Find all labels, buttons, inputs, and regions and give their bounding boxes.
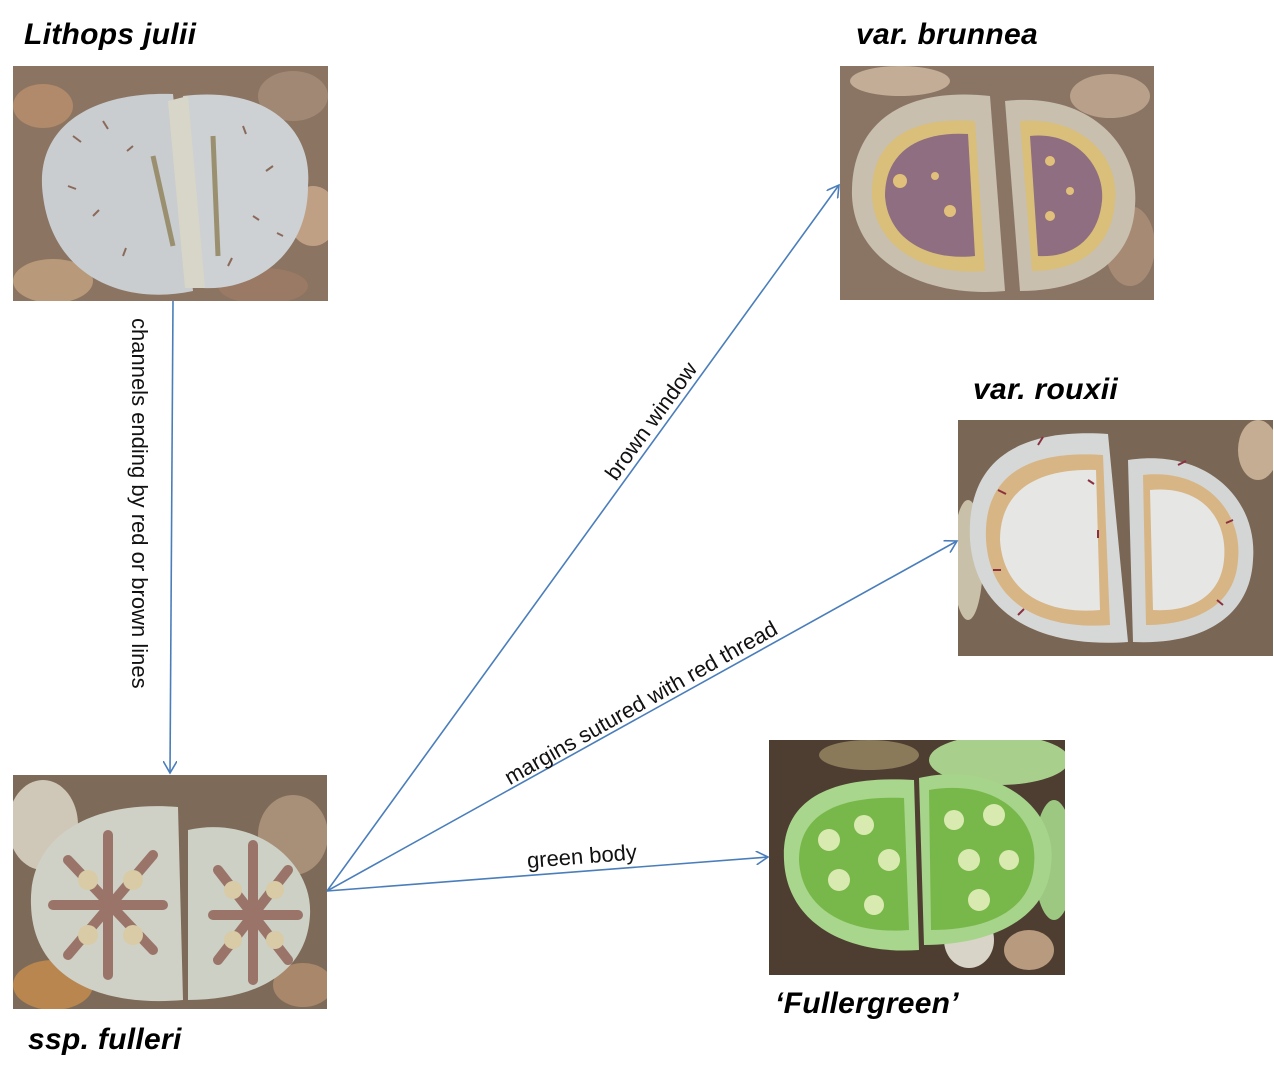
node-title-brunnea: var. brunnea: [856, 18, 1039, 51]
node-title-fulleri: ssp. fulleri: [28, 1023, 182, 1056]
edge-fulleri-to-rouxii: [326, 541, 957, 892]
fullergreen-photo: [769, 740, 1065, 975]
node-title-fullergreen: ‘Fullergreen’: [775, 987, 959, 1020]
var-rouxii-photo: [958, 420, 1273, 656]
node-title-rouxii: var. rouxii: [973, 373, 1119, 406]
edge-fulleri-to-fullergreen: [326, 857, 768, 892]
lithops-fulleri-photo: [13, 775, 327, 1009]
lithops-julii-photo: [13, 66, 328, 301]
edge-julii-to-fulleri: [170, 300, 173, 773]
var-brunnea-photo: [840, 66, 1154, 300]
node-title-julii: Lithops julii: [24, 18, 197, 51]
edge-fulleri-to-brunnea: [326, 185, 839, 892]
edge-label-julii-fulleri: channels ending by red or brown lines: [127, 318, 152, 689]
